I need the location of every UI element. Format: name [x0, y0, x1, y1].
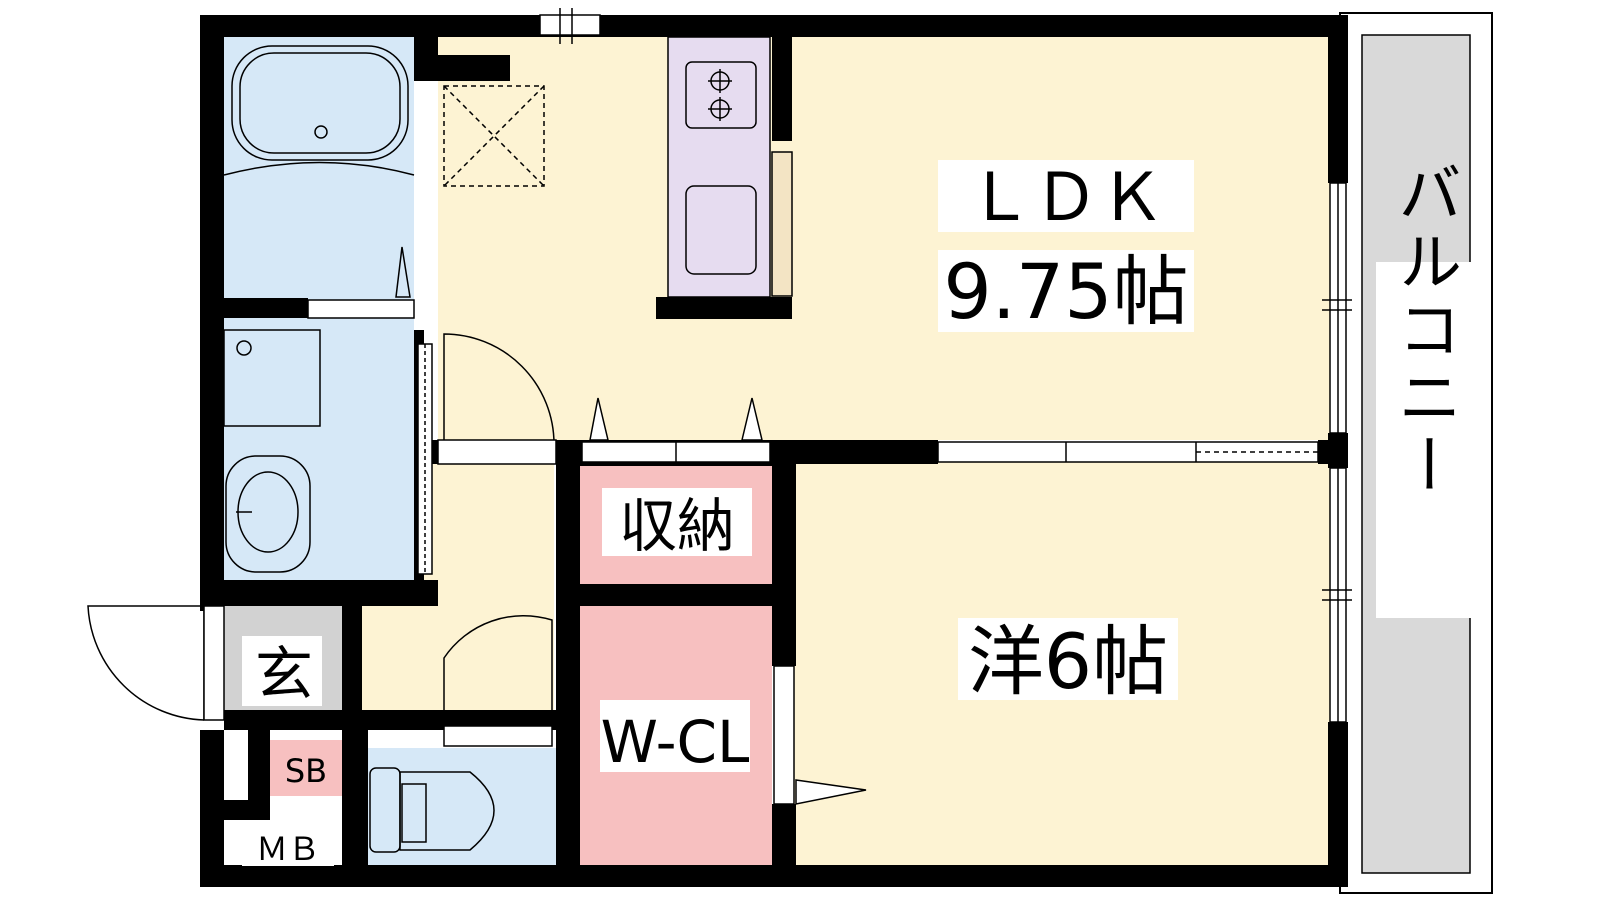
washroom-floor	[224, 318, 414, 580]
western-room-label: 洋6帖	[968, 617, 1168, 706]
stove	[685, 61, 757, 129]
doors	[87, 299, 1319, 805]
ldk-label: ＬＤＫ	[967, 159, 1165, 236]
balcony-label: バルコニー	[1387, 160, 1461, 500]
vanity-basin	[225, 455, 311, 573]
entrance-label: 玄	[255, 640, 313, 708]
label-backgrounds	[242, 160, 1472, 866]
meter-box-label: ＭＢ	[256, 830, 320, 868]
ldk-floor	[438, 35, 1340, 440]
kitchen-side-panel	[771, 151, 793, 297]
storage-label: 収納	[619, 492, 735, 560]
toilet	[369, 767, 495, 853]
windows	[539, 8, 1352, 723]
kitchen-sink	[685, 185, 757, 275]
fixtures	[223, 45, 757, 853]
ldk-size-label: 9.75帖	[943, 247, 1188, 336]
bathtub	[223, 45, 415, 298]
kitchen-counter	[667, 36, 771, 298]
bathroom-floor	[224, 35, 414, 300]
washer-pan	[443, 85, 545, 187]
walls	[200, 15, 1348, 887]
shoe-box-floor	[270, 740, 344, 796]
wcl-label: W-CL	[601, 708, 750, 776]
shoe-box-label: SB	[285, 752, 327, 790]
toilet-floor	[368, 748, 556, 865]
